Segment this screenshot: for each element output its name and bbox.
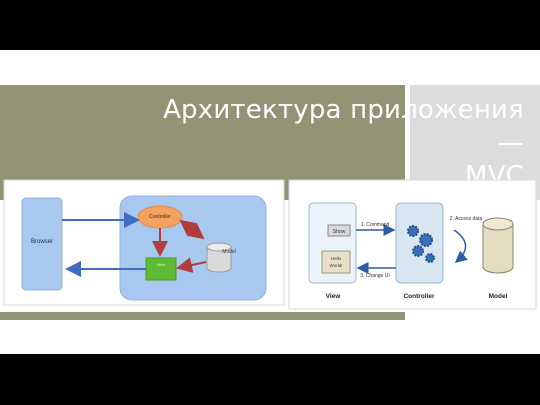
browser-box [21, 197, 63, 291]
model-caption: Model [489, 293, 508, 300]
controller-caption: Controller [403, 293, 435, 300]
controller-label: Controller [149, 214, 171, 220]
hello-line-2: World! [330, 263, 343, 268]
db-cylinder-top [482, 217, 514, 231]
slide: Архитектура приложения — MVC Browser [0, 50, 540, 354]
bottom-strip [0, 312, 405, 320]
access-data-label: 2. Access data [450, 216, 483, 222]
left-diagram: Browser Controller View Model [3, 179, 285, 306]
hello-world-box [321, 250, 351, 274]
show-button-label: Show [333, 229, 346, 235]
diagrams: Browser Controller View Model Show Hello… [3, 179, 537, 310]
model-cylinder-top [206, 242, 232, 252]
model-label: Model [222, 249, 236, 255]
model-to-view-arrow [176, 257, 207, 273]
show-button [327, 224, 351, 237]
controller-model-arrow [179, 219, 205, 240]
change-ui-label: 3. Change UI [360, 273, 389, 279]
hello-line-1: Hello [331, 256, 342, 261]
slide-title: Архитектура приложения — MVC [144, 94, 524, 192]
controller-panel [395, 202, 444, 284]
command-label: 1. Command [361, 222, 390, 228]
browser-label: Browser [31, 239, 53, 245]
view-caption: View [326, 293, 342, 300]
gears-icon [407, 225, 435, 263]
access-data-arrow [453, 229, 468, 263]
view-label: View [157, 262, 166, 267]
right-diagram: Show Hello World! 1. Command 3. Change U… [288, 179, 537, 310]
model-cylinder-body [206, 247, 232, 273]
title-line-1: Архитектура приложения — [163, 95, 524, 158]
db-cylinder-body [482, 224, 514, 274]
